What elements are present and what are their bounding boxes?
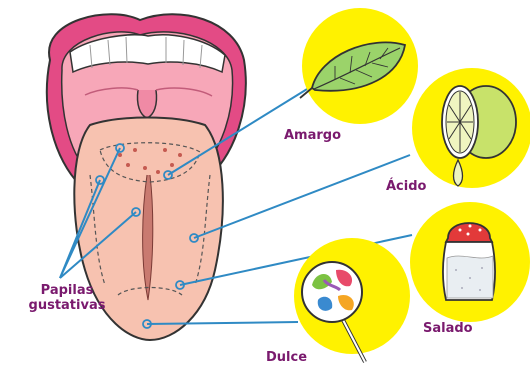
salt-shaker-icon xyxy=(443,223,495,300)
label-papilas-line2: gustativas xyxy=(27,298,107,313)
label-acido: Ácido xyxy=(386,179,426,194)
label-dulce: Dulce xyxy=(266,350,307,365)
label-salado: Salado xyxy=(423,321,473,336)
label-papilas-line1: Papilas xyxy=(27,283,107,298)
label-papilas-gustativas: Papilas gustativas xyxy=(27,283,107,313)
label-amargo: Amargo xyxy=(284,128,341,143)
